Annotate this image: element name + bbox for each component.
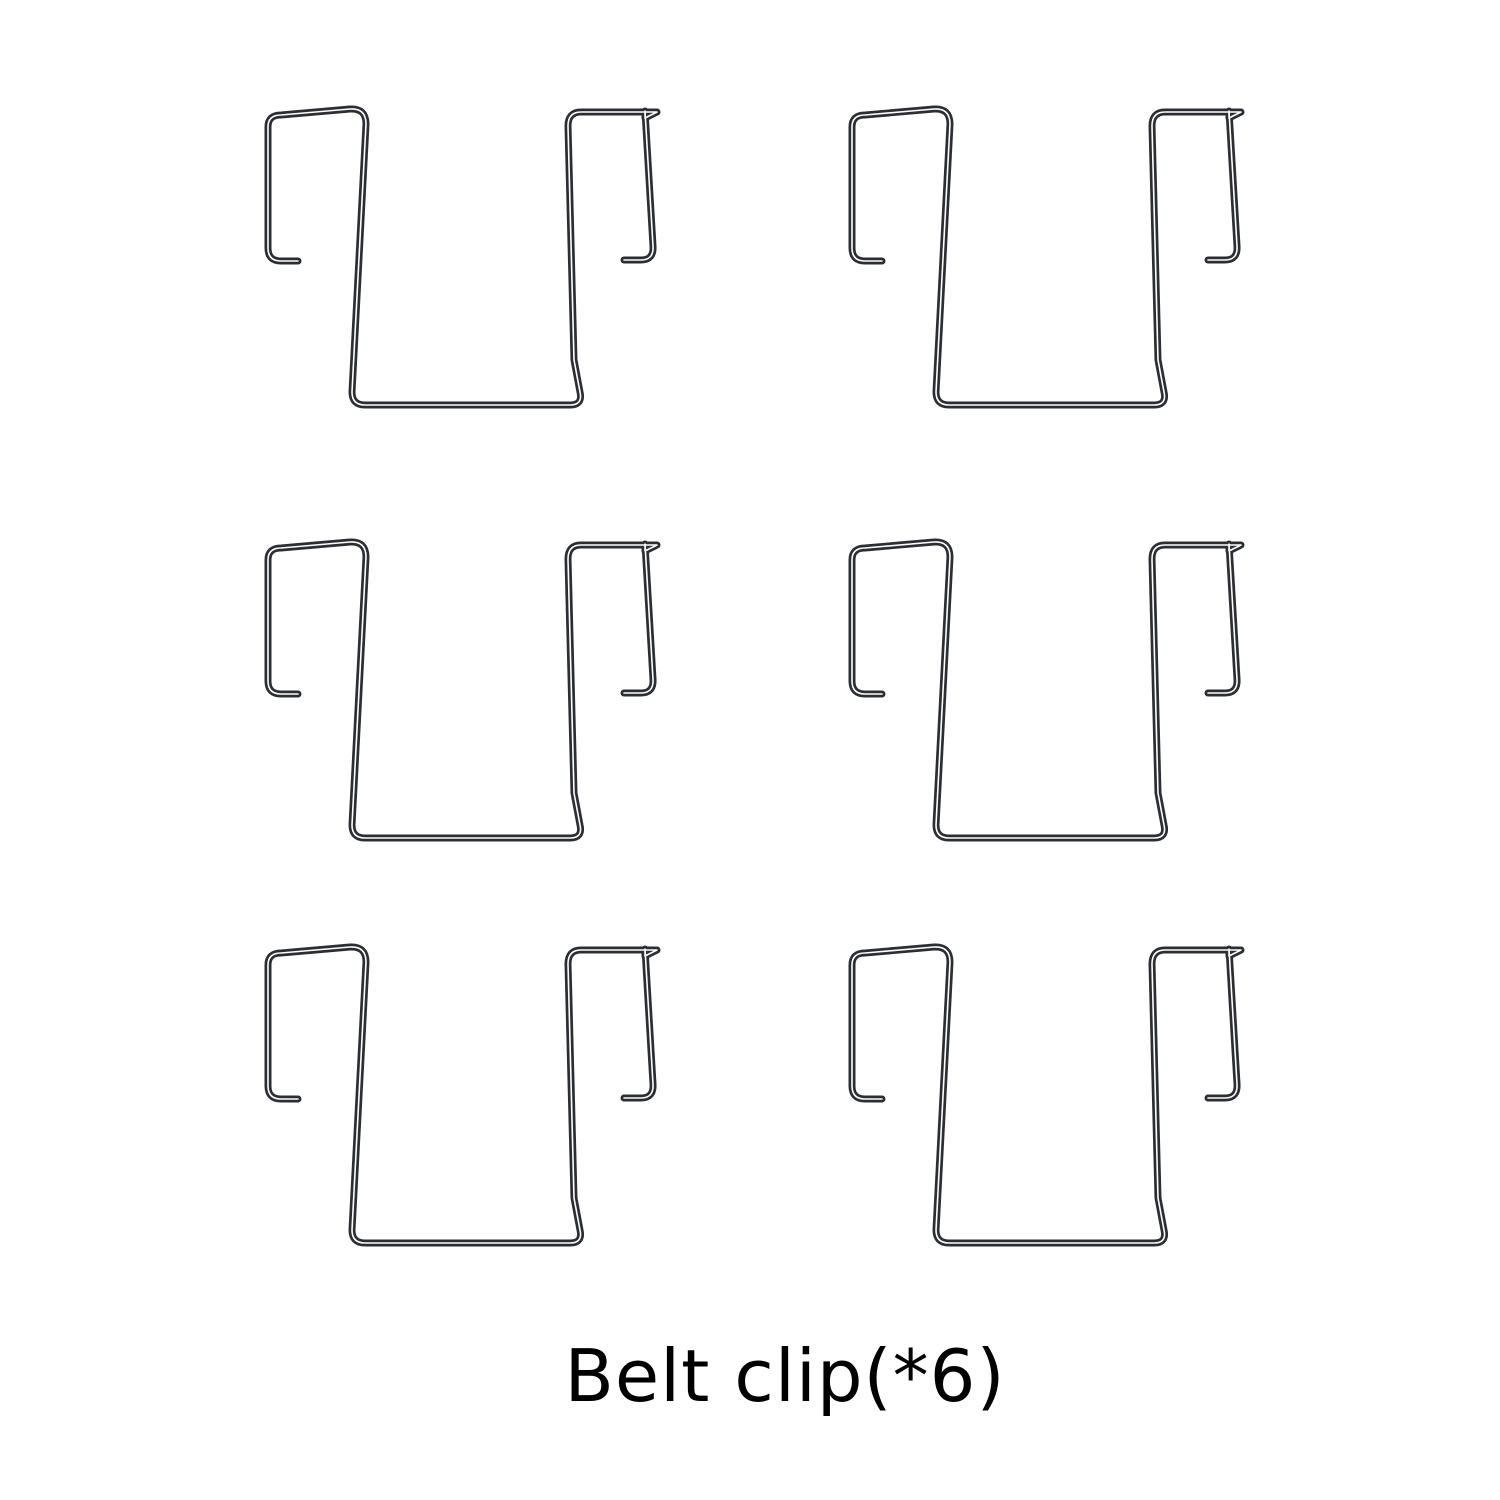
belt-clip-3 [268,542,657,838]
belt-clip-6 [852,947,1241,1243]
belt-clip-4 [852,542,1241,838]
belt-clip-2 [852,109,1241,405]
belt-clip-1 [268,109,657,405]
belt-clips-illustration [0,0,1500,1300]
product-caption: Belt clip(*6) [564,1334,1006,1418]
belt-clip-5 [268,947,657,1243]
